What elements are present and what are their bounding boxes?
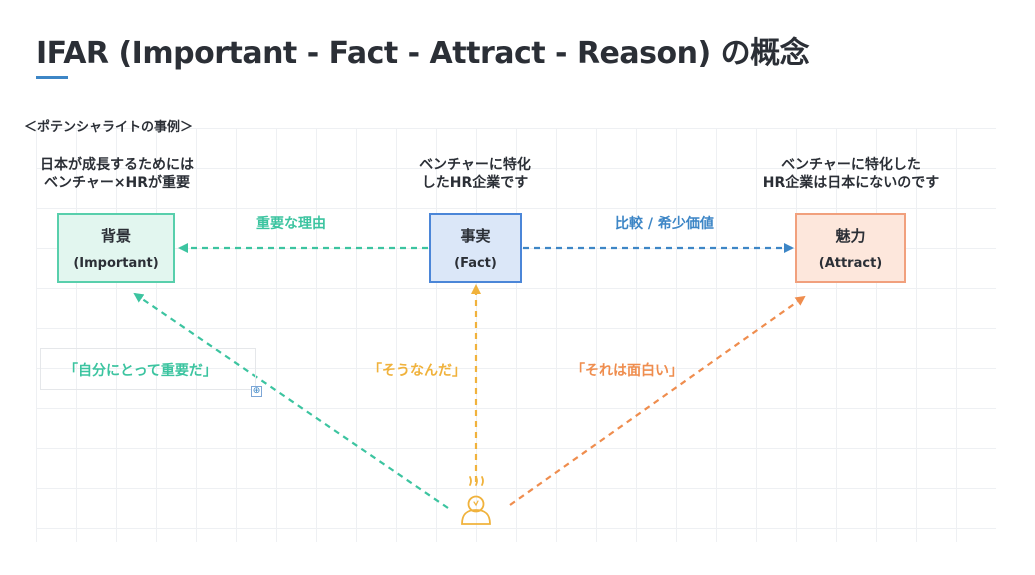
page-title: IFAR (Important - Fact - Attract - Reaso… (36, 36, 810, 71)
caption-fact: ベンチャーに特化 したHR企業です (400, 156, 550, 192)
caption-attract-line2: HR企業は日本にないのです (762, 175, 940, 191)
box-fact-title: 事実 (460, 227, 491, 245)
caption-important: 日本が成長するためには ベンチャー×HRが重要 (26, 156, 208, 192)
edge-label-i-see: 「そうなんだ」 (368, 363, 466, 379)
box-important-title: 背景 (100, 227, 131, 245)
box-attract: 魅力 (Attract) (795, 213, 906, 283)
box-attract-title: 魅力 (835, 227, 866, 245)
box-important: 背景 (Important) (57, 213, 175, 283)
edge-label-interesting: 「それは面白い」 (571, 363, 683, 379)
box-fact: 事実 (Fact) (429, 213, 522, 283)
caption-attract-line1: ベンチャーに特化した (781, 157, 921, 173)
example-label: ＜ポテンシャライトの事例＞ (24, 120, 194, 135)
box-fact-sub: (Fact) (454, 256, 497, 271)
caption-attract: ベンチャーに特化した HR企業は日本にないのです (745, 156, 957, 192)
title-underline (36, 76, 68, 79)
caption-important-line1: 日本が成長するためには (40, 157, 194, 173)
caption-important-line2: ベンチャー×HRが重要 (43, 175, 191, 191)
arrow-person-to-attract (509, 295, 806, 506)
edge-label-important-to-me[interactable]: 「自分にとって重要だ」 (64, 363, 217, 379)
grid-background (36, 128, 996, 542)
box-attract-sub: (Attract) (818, 256, 883, 271)
caption-fact-line2: したHR企業です (421, 175, 529, 191)
text-selection-frame[interactable] (40, 348, 256, 390)
arrow-person-to-important (133, 292, 449, 509)
edge-label-compare-rarity: 比較 / 希少価値 (615, 216, 714, 232)
caption-fact-line1: ベンチャーに特化 (419, 157, 531, 173)
thinking-person-icon (461, 476, 491, 525)
box-important-sub: (Important) (73, 256, 159, 271)
crosshair-handle-icon[interactable]: ⊕ (251, 386, 262, 397)
edge-label-important-reason: 重要な理由 (256, 216, 326, 232)
